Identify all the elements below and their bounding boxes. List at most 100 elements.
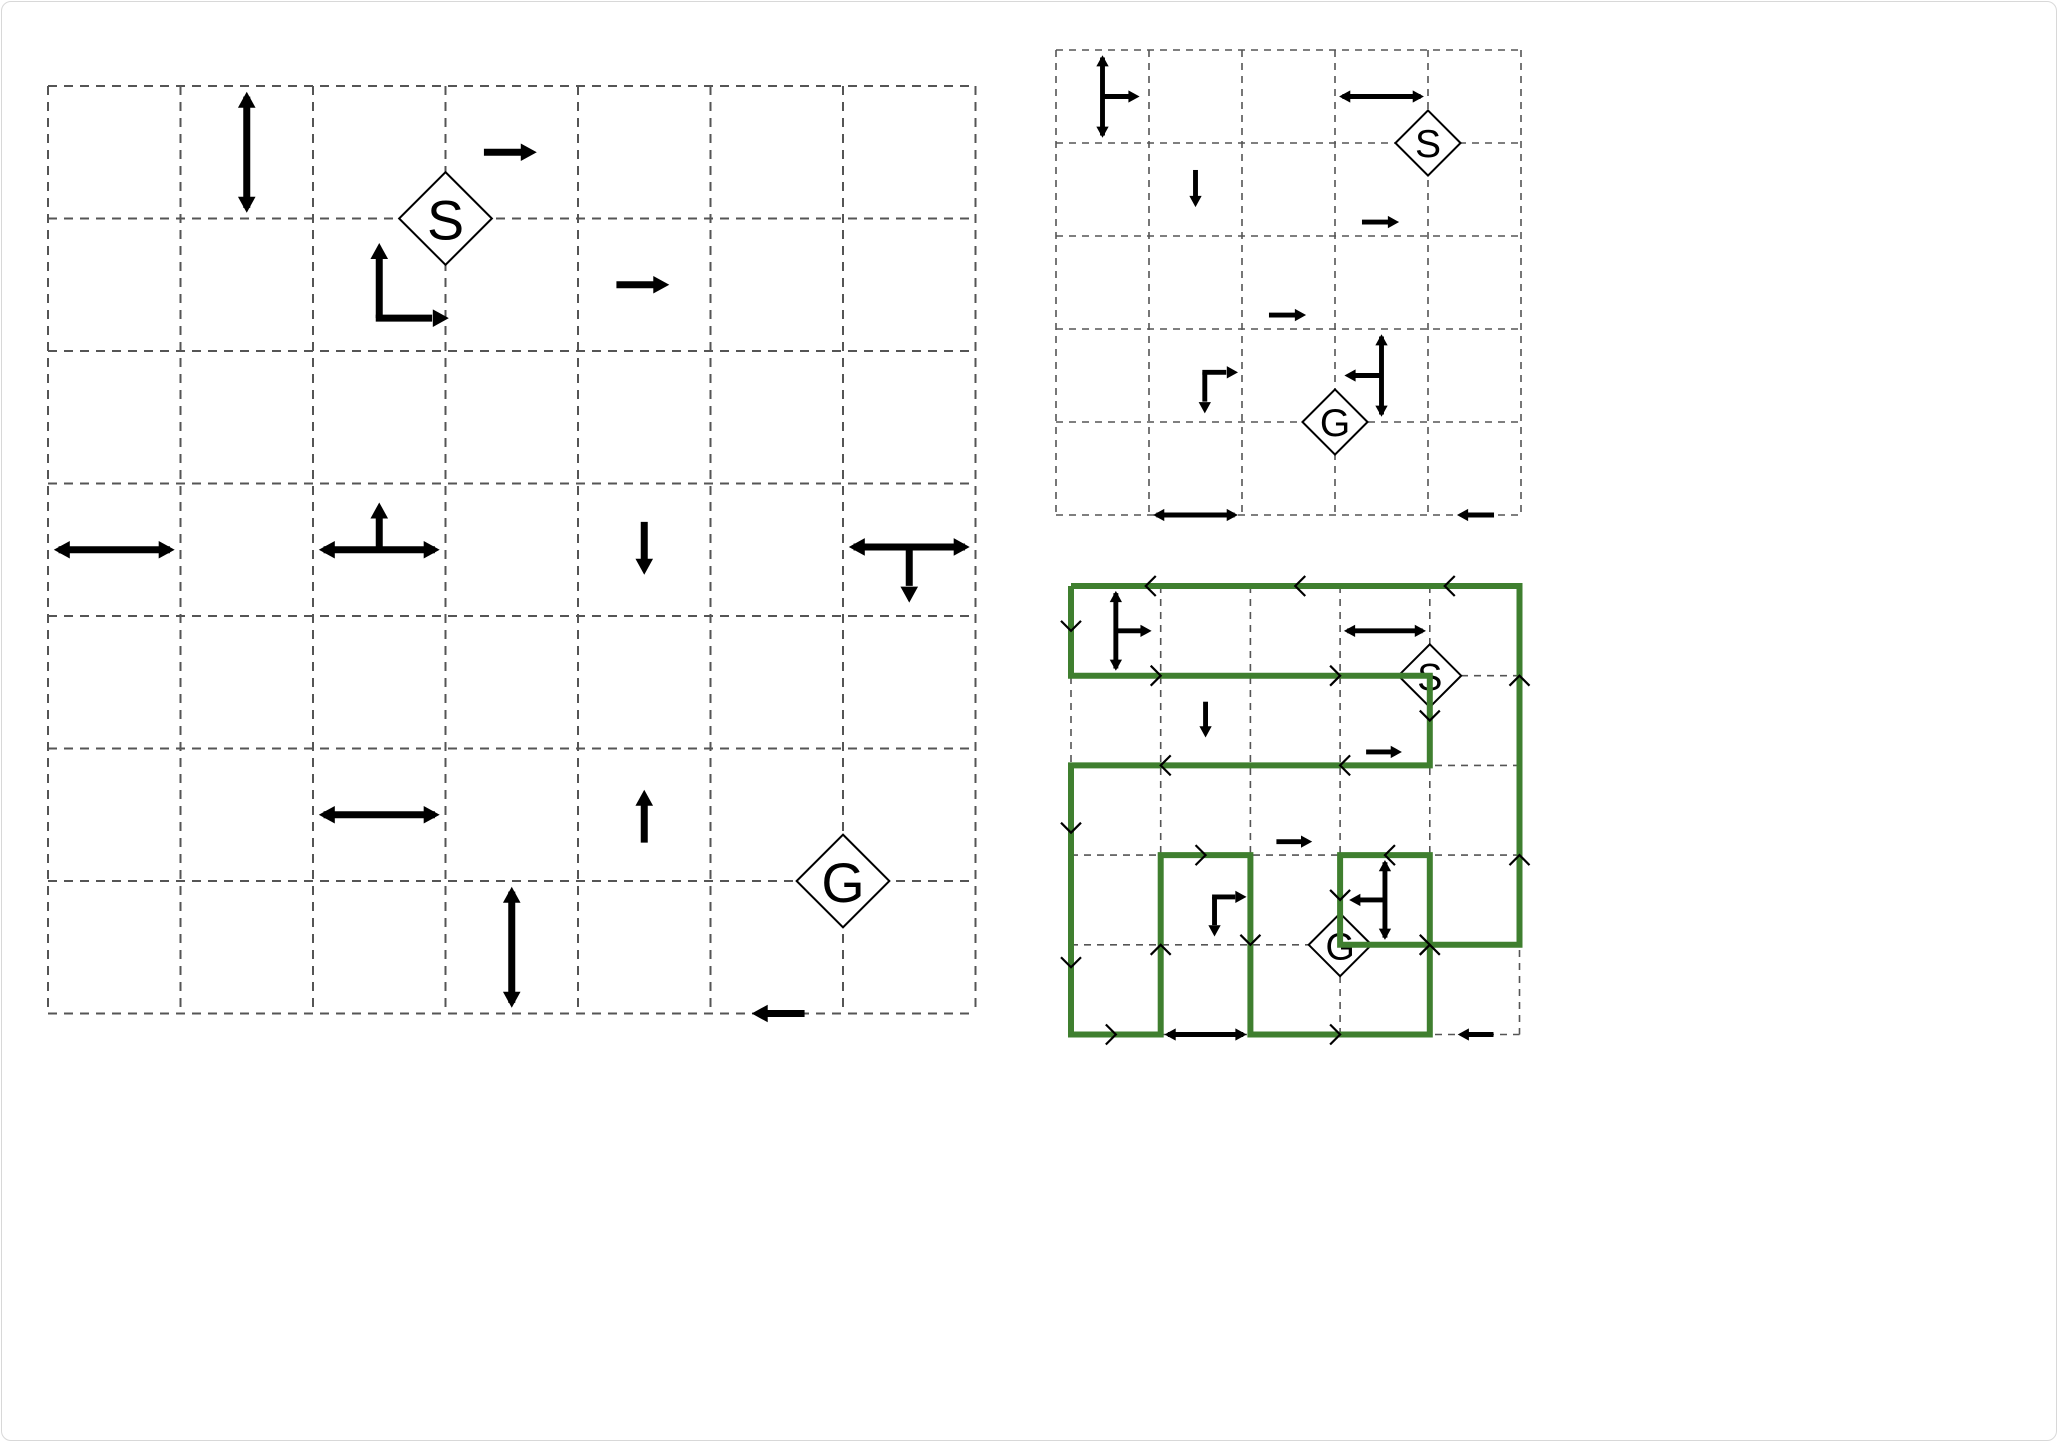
start-marker-box (397, 170, 494, 267)
direction-arrow-left (1456, 508, 1495, 522)
arrow-head (1128, 90, 1140, 103)
arrow-head (1096, 126, 1109, 138)
arrow-head (318, 540, 335, 559)
direction-arrow-down (1199, 701, 1212, 738)
path-direction-chevron (1419, 934, 1432, 956)
arrow-head (653, 275, 670, 294)
arrow-head (53, 540, 70, 559)
direction-arrow-left (1457, 1028, 1494, 1041)
arrow-head (1390, 745, 1402, 759)
goal-marker-label: G (821, 852, 864, 914)
arrow-head (432, 309, 449, 327)
arrow-head (1164, 1028, 1176, 1041)
arrow-head (635, 789, 654, 806)
direction-arrow-left-right (1339, 90, 1424, 103)
arrow-head (848, 538, 865, 556)
arrow-head (953, 538, 970, 556)
path-direction-chevron (1149, 943, 1172, 956)
direction-arrow-up-down-right (1096, 55, 1140, 138)
arrow-head (1096, 55, 1109, 67)
path-direction-chevron (1149, 664, 1163, 687)
arrow-head (237, 91, 256, 108)
direction-arrow-left-right-up (318, 502, 440, 559)
goal-marker: G (1301, 388, 1369, 456)
arrow-head (900, 586, 919, 603)
path-direction-chevron (1293, 575, 1307, 597)
arrow-head (1387, 215, 1400, 229)
path-direction-chevron (1060, 821, 1082, 835)
path-direction-chevron (1443, 575, 1456, 597)
path-direction-chevron (1329, 664, 1342, 687)
main-grid: SG (47, 85, 977, 1023)
path-direction-chevron (1508, 674, 1531, 687)
path-direction-chevron (1329, 889, 1351, 902)
direction-arrow-left-right (1153, 508, 1238, 522)
arrow-head (1375, 334, 1388, 346)
arrow-head (1344, 369, 1356, 382)
direction-arrow-down-right (1198, 366, 1239, 414)
arrow-head (237, 196, 256, 213)
arrow-head (1457, 1028, 1469, 1041)
arrow-head (158, 540, 175, 559)
goal-marker: G (795, 833, 891, 929)
path-direction-chevron (1383, 844, 1396, 866)
arrow-head (1208, 925, 1221, 937)
arrow-head (1378, 928, 1392, 940)
arrow-head (318, 805, 335, 824)
direction-arrow-left-right (1343, 624, 1426, 638)
arrow-head (751, 1004, 768, 1023)
direction-arrow-left-right (318, 805, 440, 824)
direction-arrow-up-down-left (1344, 334, 1388, 417)
path-direction-chevron (1060, 956, 1082, 969)
arrow-head (1189, 195, 1202, 208)
path-direction-chevron (1105, 1023, 1118, 1046)
arrow-head (1235, 890, 1247, 904)
direction-arrow-down (1189, 169, 1202, 208)
arrow-head (1375, 405, 1388, 417)
direction-arrow-up-down (502, 886, 521, 1008)
goal-marker-box (1301, 388, 1369, 456)
direction-arrow-left-right (1164, 1028, 1247, 1041)
direction-arrow-left-right-down (848, 538, 970, 603)
arrow-head (1109, 590, 1123, 603)
arrow-head (1343, 624, 1356, 638)
arrow-head (370, 502, 389, 519)
path-direction-chevron (1060, 620, 1082, 633)
path-direction-chevron (1508, 853, 1531, 866)
arrow-head (502, 886, 521, 903)
solution-path (1068, 583, 1523, 1038)
arrow-head (1226, 366, 1239, 379)
arrow-head (423, 805, 440, 824)
small-grid: SG (1055, 49, 1522, 522)
arrow-head (1414, 624, 1426, 638)
arrow-head (1235, 1028, 1247, 1041)
path-direction-chevron (1239, 934, 1262, 947)
direction-arrow-up (635, 789, 654, 843)
arrow-head (1294, 308, 1307, 322)
arrow-head (1301, 835, 1313, 848)
arrow-head (1339, 90, 1351, 103)
start-marker-box (1394, 109, 1462, 177)
direction-arrow-up-down-left (1349, 860, 1392, 940)
arrow-head (1199, 726, 1212, 738)
direction-arrow-right (1276, 835, 1313, 848)
arrow-head (1140, 624, 1152, 638)
arrow-head (520, 143, 537, 162)
direction-arrow-up-down (237, 91, 256, 213)
direction-arrow-up-right (370, 243, 449, 327)
direction-arrow-right (616, 275, 670, 294)
direction-arrow-down (635, 521, 654, 575)
solution-grid: SG (1060, 575, 1531, 1046)
goal-marker-box (795, 833, 891, 929)
direction-arrow-right (1366, 745, 1402, 759)
arrow-head (1456, 508, 1469, 522)
path-direction-chevron (1338, 754, 1351, 777)
arrow-head (1226, 508, 1238, 522)
path-direction-chevron (1144, 575, 1157, 597)
direction-arrow-right (483, 143, 537, 162)
direction-arrow-right (1268, 308, 1307, 322)
start-marker-label: S (427, 190, 464, 252)
